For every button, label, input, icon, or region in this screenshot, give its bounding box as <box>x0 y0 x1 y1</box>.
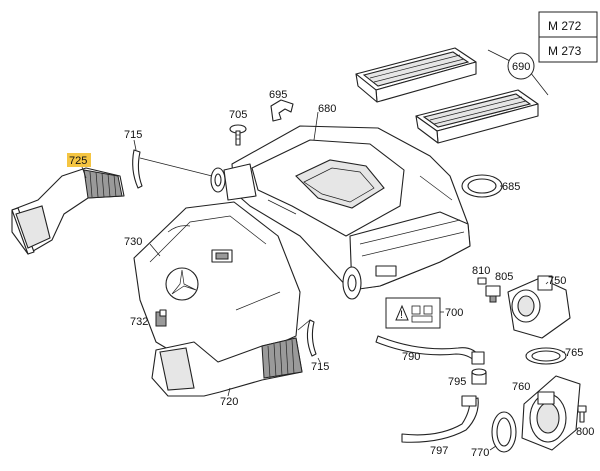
retainer-732 <box>155 309 167 327</box>
label-800: 800 <box>576 426 594 438</box>
label-715-top: 715 <box>124 129 142 141</box>
label-690: 690 <box>512 61 530 73</box>
seal-770 <box>491 411 517 453</box>
label-790: 790 <box>402 351 420 363</box>
engine-cover-730 <box>133 201 301 375</box>
label-770: 770 <box>471 447 489 459</box>
label-750: 750 <box>548 275 566 287</box>
air-filter-element-upper <box>355 47 477 103</box>
plug-805 <box>485 285 501 303</box>
label-797: 797 <box>430 445 448 457</box>
engine-variant-1: M 272 <box>548 19 582 33</box>
label-810: 810 <box>472 265 490 277</box>
screw-705 <box>229 124 247 146</box>
vent-hose-790 <box>375 335 485 365</box>
throttle-housing-760 <box>521 375 581 451</box>
intake-duct-725 <box>11 167 125 255</box>
label-705: 705 <box>229 109 247 121</box>
highlight-725 <box>67 153 91 167</box>
sensor-810 <box>477 277 487 285</box>
label-732: 732 <box>130 316 148 328</box>
air-filter-housing-680 <box>210 125 471 300</box>
engine-variant-2: M 273 <box>548 44 582 58</box>
intake-duct-720 <box>151 337 303 397</box>
fitting-795 <box>471 368 487 385</box>
screw-800 <box>577 405 587 423</box>
engine-variant-box: M 272 M 273 <box>538 11 598 63</box>
sealing-ring-765 <box>525 347 567 365</box>
label-680: 680 <box>318 103 336 115</box>
label-695: 695 <box>269 89 287 101</box>
label-720: 720 <box>220 396 238 408</box>
label-730: 730 <box>124 236 142 248</box>
label-765: 765 <box>565 347 583 359</box>
air-filter-element-lower <box>415 89 539 144</box>
callout-circle-690 <box>507 52 535 80</box>
hose-clamp-715-top <box>132 149 213 189</box>
label-685: 685 <box>502 181 520 193</box>
clip-695 <box>270 99 294 122</box>
warning-label-700: ! <box>385 297 441 329</box>
label-725: 725 <box>69 155 87 167</box>
hose-clamp-715-bottom <box>297 319 317 357</box>
seal-ring-685 <box>461 174 503 198</box>
svg-text:!: ! <box>400 309 403 321</box>
label-760: 760 <box>512 381 530 393</box>
label-700: 700 <box>445 307 463 319</box>
hose-797 <box>401 395 479 443</box>
label-805: 805 <box>495 271 513 283</box>
label-715-bottom: 715 <box>311 361 329 373</box>
air-mass-sensor-750 <box>507 275 571 339</box>
label-795: 795 <box>448 376 466 388</box>
